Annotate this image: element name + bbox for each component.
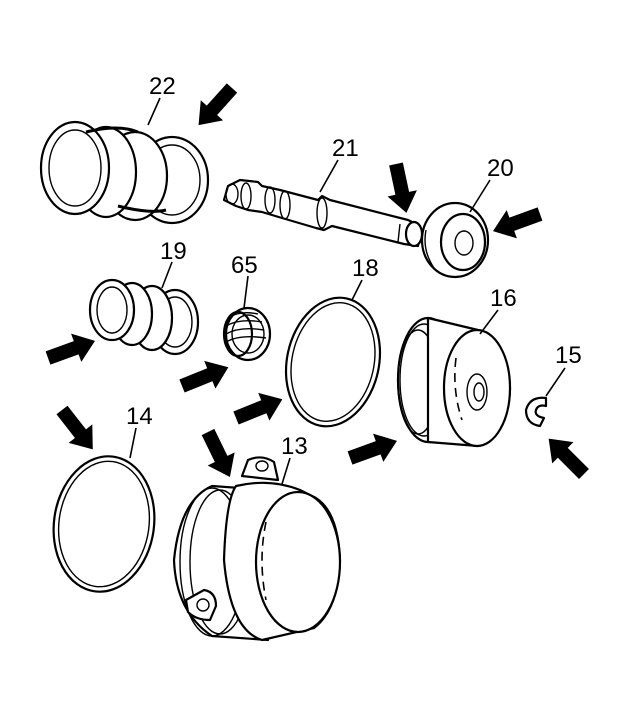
part-13-housing [172, 456, 342, 642]
part-18-o-ring [284, 296, 382, 428]
arrow-to-part-20 [493, 207, 543, 239]
part-16-piston [396, 316, 512, 448]
arrow-to-part-19 [45, 333, 95, 365]
callout-18: 18 [352, 255, 379, 282]
leader-lines [129, 97, 566, 485]
part-22-large-spring [39, 120, 210, 225]
leader-15 [545, 367, 566, 397]
pointer-arrows [45, 83, 589, 479]
leader-14 [129, 427, 137, 459]
arrow-to-part-21 [387, 162, 417, 213]
arrow-to-part-15 [548, 438, 589, 479]
leader-19 [161, 261, 173, 289]
arrow-to-part-16 [347, 433, 397, 465]
callout-20: 20 [487, 155, 514, 182]
part-21-shaft [222, 178, 424, 248]
part-19-small-spring [88, 278, 200, 356]
leader-21 [319, 159, 339, 193]
leader-13 [281, 457, 291, 485]
callout-16: 16 [490, 285, 517, 312]
leader-18 [351, 279, 363, 301]
callout-22: 22 [149, 73, 176, 100]
callout-15: 15 [555, 342, 582, 369]
part-15-snap-ring [524, 396, 548, 428]
arrow-to-part-65 [179, 360, 229, 393]
arrow-to-part-14 [56, 405, 93, 450]
leader-16 [479, 309, 499, 335]
arrow-to-part-13 [201, 428, 235, 477]
part-65-tiny-spring [222, 306, 272, 362]
part-20-washer [420, 201, 490, 279]
callout-65: 65 [231, 252, 258, 279]
leader-22 [147, 97, 161, 126]
callout-13: 13 [281, 433, 308, 460]
callout-14: 14 [126, 403, 153, 430]
part-14-large-o-ring [52, 455, 156, 593]
leader-65 [243, 275, 249, 309]
callout-19: 19 [160, 238, 187, 265]
callout-labels: 22 21 20 19 65 18 16 15 14 13 [126, 73, 582, 460]
arrow-to-part-22 [198, 83, 238, 126]
callout-21: 21 [332, 135, 359, 162]
arrow-to-part-18 [233, 392, 283, 425]
leader-20 [469, 179, 491, 213]
